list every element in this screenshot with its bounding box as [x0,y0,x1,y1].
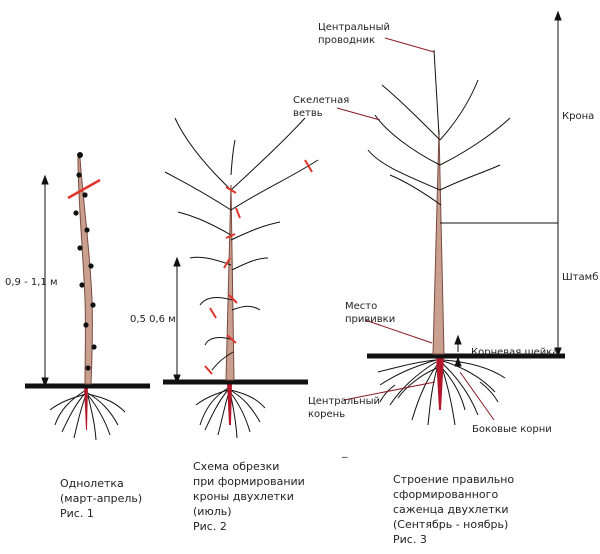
figure-1: 0,9 - 1,1 м Однолетка (март-апрель) Рис.… [5,152,150,520]
fig3-skeletal-branch-label-2: ветвь [293,108,323,119]
fig3-central-root-label-1: Центральный [308,396,380,407]
figure-3: Центральный проводник Скелетная ветвь Ме… [293,10,598,546]
fig1-buds [73,152,97,371]
fig1-height-label: 0,9 - 1,1 м [5,277,58,288]
fig2-height-label: 0,5 0,6 м [130,314,176,325]
fig2-branches [164,117,319,371]
fig3-graft-site-label-1: Место [345,301,377,312]
fig2-caption-line-1: Схема обрезки [193,460,279,473]
fig3-central-root-label-2: корень [308,409,345,420]
fig2-caption-line-5: Рис. 2 [193,520,227,533]
fig3-dimensions [440,10,562,367]
fig3-trunk [432,129,445,355]
fig3-skeletal-branch-label-1: Скелетная [293,95,349,106]
fig1-caption-line-3: Рис. 1 [60,507,94,520]
fig1-height-arrow [41,174,49,388]
fig3-caption-line-2: сформированного [393,488,498,501]
fig3-trunk-label: Штамб [562,272,598,283]
fig3-caption: Строение правильно сформированного сажен… [393,473,514,546]
fig3-graft-site-label-2: прививки [345,314,395,325]
fig2-cut-marks [204,159,313,375]
fig2-trunk [225,184,235,381]
fig3-root-collar-label: Корневая шейка [471,347,558,358]
fig3-central-leader-label-2: проводник [318,35,375,46]
fig3-central-root [436,356,444,410]
fig3-annotation-lines [336,37,495,421]
fig1-caption: Однолетка (март-апрель) Рис. 1 [60,477,142,520]
fig3-caption-line-4: (Сентябрь - ноябрь) [393,518,508,531]
fig2-caption-line-2: при формировании [193,475,305,488]
fig3-caption-line-5: Рис. 3 [393,533,427,546]
fig1-caption-line-1: Однолетка [60,477,124,490]
fig2-central-root [227,382,232,425]
fig1-cut-mark [67,178,101,200]
fig1-caption-line-2: (март-апрель) [60,492,142,505]
fig2-height-arrow [173,256,181,385]
fig3-lateral-roots-label: Боковые корни [472,424,552,435]
fig3-crown-branches [367,49,511,206]
dash-mark: _ [341,445,348,458]
fig3-caption-line-1: Строение правильно [393,473,514,486]
fig1-stem [77,157,93,385]
fig2-caption-line-3: кроны двухлетки [193,490,294,503]
fig3-caption-line-3: саженца двухлетки [393,503,509,516]
figure-2: 0,5 0,6 м _ Схема обрезки при формирован… [130,117,348,533]
fig3-crown-label: Крона [562,111,594,122]
fig2-caption-line-4: (июль) [193,505,232,518]
fig2-caption: Схема обрезки при формировании кроны дву… [193,460,305,533]
fig1-central-root [84,385,88,430]
fig3-central-leader-label-1: Центральный [318,22,390,33]
